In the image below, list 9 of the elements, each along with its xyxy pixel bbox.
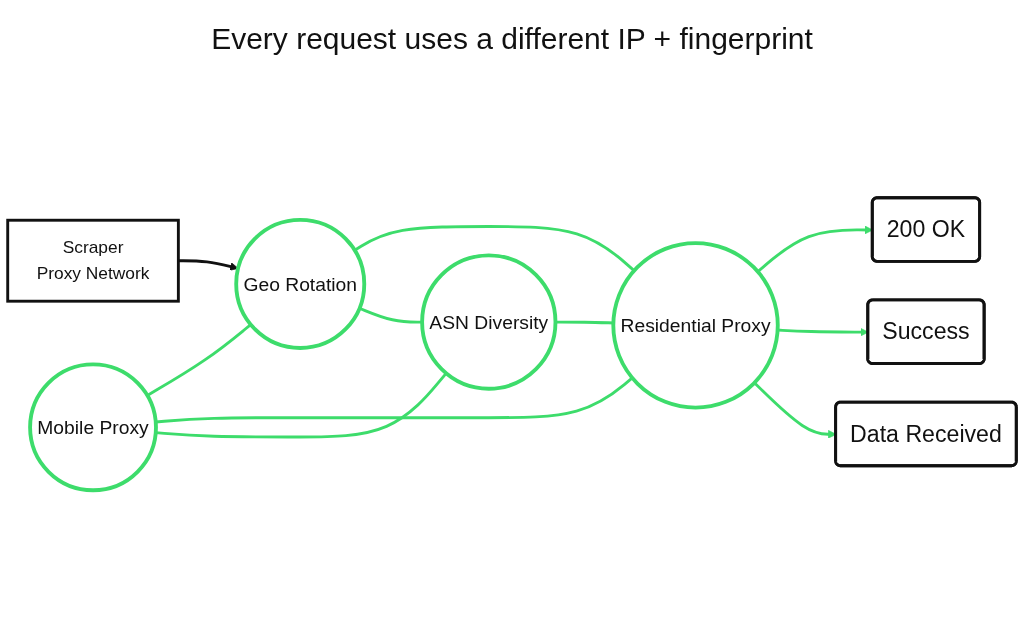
node-circle: Mobile Proxy — [28, 362, 158, 493]
node-circle: Residential Proxy — [611, 241, 780, 410]
node-box: Scraper Proxy Network — [6, 218, 180, 303]
node-circle: ASN Diversity — [420, 253, 558, 391]
node-circle: Geo Rotation — [234, 217, 367, 350]
connector — [146, 323, 252, 397]
arrow — [178, 259, 239, 271]
diagram-title: Every request uses a different IP + fingerprint — [210, 22, 814, 56]
connector — [353, 225, 636, 272]
